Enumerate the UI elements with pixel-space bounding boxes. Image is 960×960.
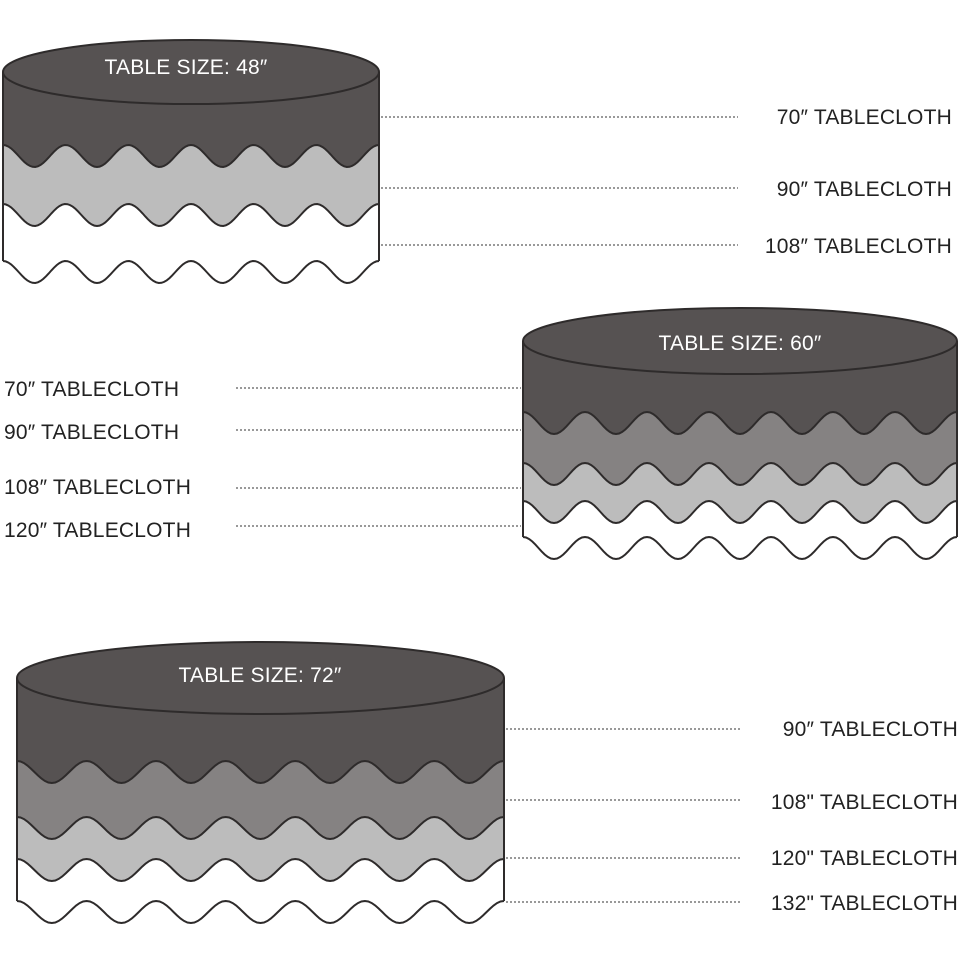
hem-wave-1 (2, 143, 380, 169)
cloth-layer-3 (523, 463, 957, 523)
table-72-group: TABLE SIZE: 72″ 90″ TABLECLOTH 108" TABL… (16, 641, 958, 925)
hem-wave-2 (16, 815, 505, 841)
hem-wave-2 (522, 461, 958, 487)
table-72-title: TABLE SIZE: 72″ (179, 664, 342, 687)
hem-wave-4 (16, 899, 505, 925)
table-60-label-108: 108″ TABLECLOTH (4, 476, 191, 499)
hem-wave-2 (2, 202, 380, 228)
hem-wave-3 (522, 499, 958, 525)
table-60-cylinder (522, 307, 958, 561)
table-48-cylinder (2, 39, 380, 285)
table-60-label-70: 70″ TABLECLOTH (4, 378, 179, 401)
table-48-label-108: 108″ TABLECLOTH (765, 235, 952, 258)
table-72-label-108: 108" TABLECLOTH (771, 791, 958, 814)
table-48-label-70: 70″ TABLECLOTH (777, 106, 952, 129)
table-72-label-90: 90″ TABLECLOTH (783, 718, 958, 741)
table-60-label-120: 120″ TABLECLOTH (4, 519, 191, 542)
cloth-layer-4 (17, 859, 504, 923)
cloth-layer-2 (523, 412, 957, 485)
cloth-layer-4 (523, 501, 957, 559)
cloth-layer-2 (17, 761, 504, 839)
table-top (2, 39, 380, 105)
table-60-label-90: 90″ TABLECLOTH (4, 421, 179, 444)
table-60-group: TABLE SIZE: 60″ 70″ TABLECLOTH 90″ TABLE… (4, 307, 958, 561)
hem-wave-3 (16, 857, 505, 883)
table-48-title: TABLE SIZE: 48″ (105, 56, 268, 79)
table-72-label-132: 132" TABLECLOTH (771, 892, 958, 915)
table-72-cylinder (16, 641, 505, 925)
hem-wave-1 (522, 410, 958, 436)
cloth-layer-2 (3, 145, 379, 226)
table-top (522, 307, 958, 375)
hem-wave-4 (522, 535, 958, 561)
hem-wave-3 (2, 259, 380, 285)
cloth-layer-3 (17, 817, 504, 881)
table-72-label-120: 120" TABLECLOTH (771, 847, 958, 870)
table-48-label-90: 90″ TABLECLOTH (777, 178, 952, 201)
cloth-layer-3 (3, 204, 379, 283)
table-60-title: TABLE SIZE: 60″ (659, 332, 822, 355)
table-top (16, 641, 505, 715)
hem-wave-1 (16, 759, 505, 785)
table-48-group: TABLE SIZE: 48″ 70″ TABLECLOTH 90″ TABLE… (2, 39, 952, 285)
